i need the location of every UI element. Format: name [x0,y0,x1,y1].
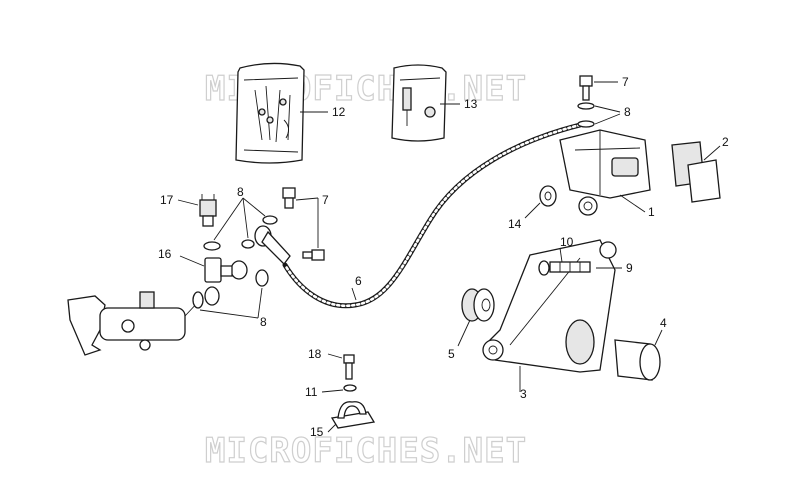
callout-9: 9 [626,261,633,275]
callout-15: 15 [310,425,324,439]
sealing-washers-mid [203,215,278,251]
caliper-bracket [482,239,617,373]
callout-10: 10 [560,235,574,249]
callout-6: 6 [355,274,362,288]
callout-7-mid: 7 [322,193,329,207]
callout-5: 5 [448,347,455,361]
callout-8-low: 8 [260,315,267,329]
master-cylinder [67,291,201,356]
watermark-bottom: MICROFICHES.NET [205,431,527,471]
brake-caliper [559,129,651,216]
callout-11: 11 [305,385,318,399]
callout-2: 2 [722,135,729,149]
hose-banjo-fitting [254,225,291,265]
brake-light-switch [199,194,217,227]
bleed-screw-bag [391,64,447,142]
hose-clamp [330,401,376,429]
callout-3: 3 [520,387,527,401]
sealing-washers-low [192,269,269,309]
callout-8-mid: 8 [237,185,244,199]
callout-7-top: 7 [622,75,629,89]
rubber-bushing [461,288,495,322]
callout-18: 18 [308,347,322,361]
banjo-bolt-top [577,75,595,128]
callout-8-top: 8 [624,105,631,119]
bracket-bolt [538,260,591,276]
callout-4: 4 [660,316,667,330]
brake-t-fitting [204,257,248,283]
callout-16: 16 [158,247,172,261]
clamp-screw [343,354,357,392]
callout-1: 1 [648,205,655,219]
callout-17: 17 [160,193,174,207]
spacer-sleeve [565,319,661,381]
caliper-bushing [539,185,557,207]
pin-kit-bag [235,62,305,164]
callout-13: 13 [464,97,478,111]
brake-hose [282,122,583,309]
callout-12: 12 [332,105,346,119]
callout-14: 14 [508,217,522,231]
brake-pads [671,141,721,203]
banjo-bolts-mid [282,187,325,261]
